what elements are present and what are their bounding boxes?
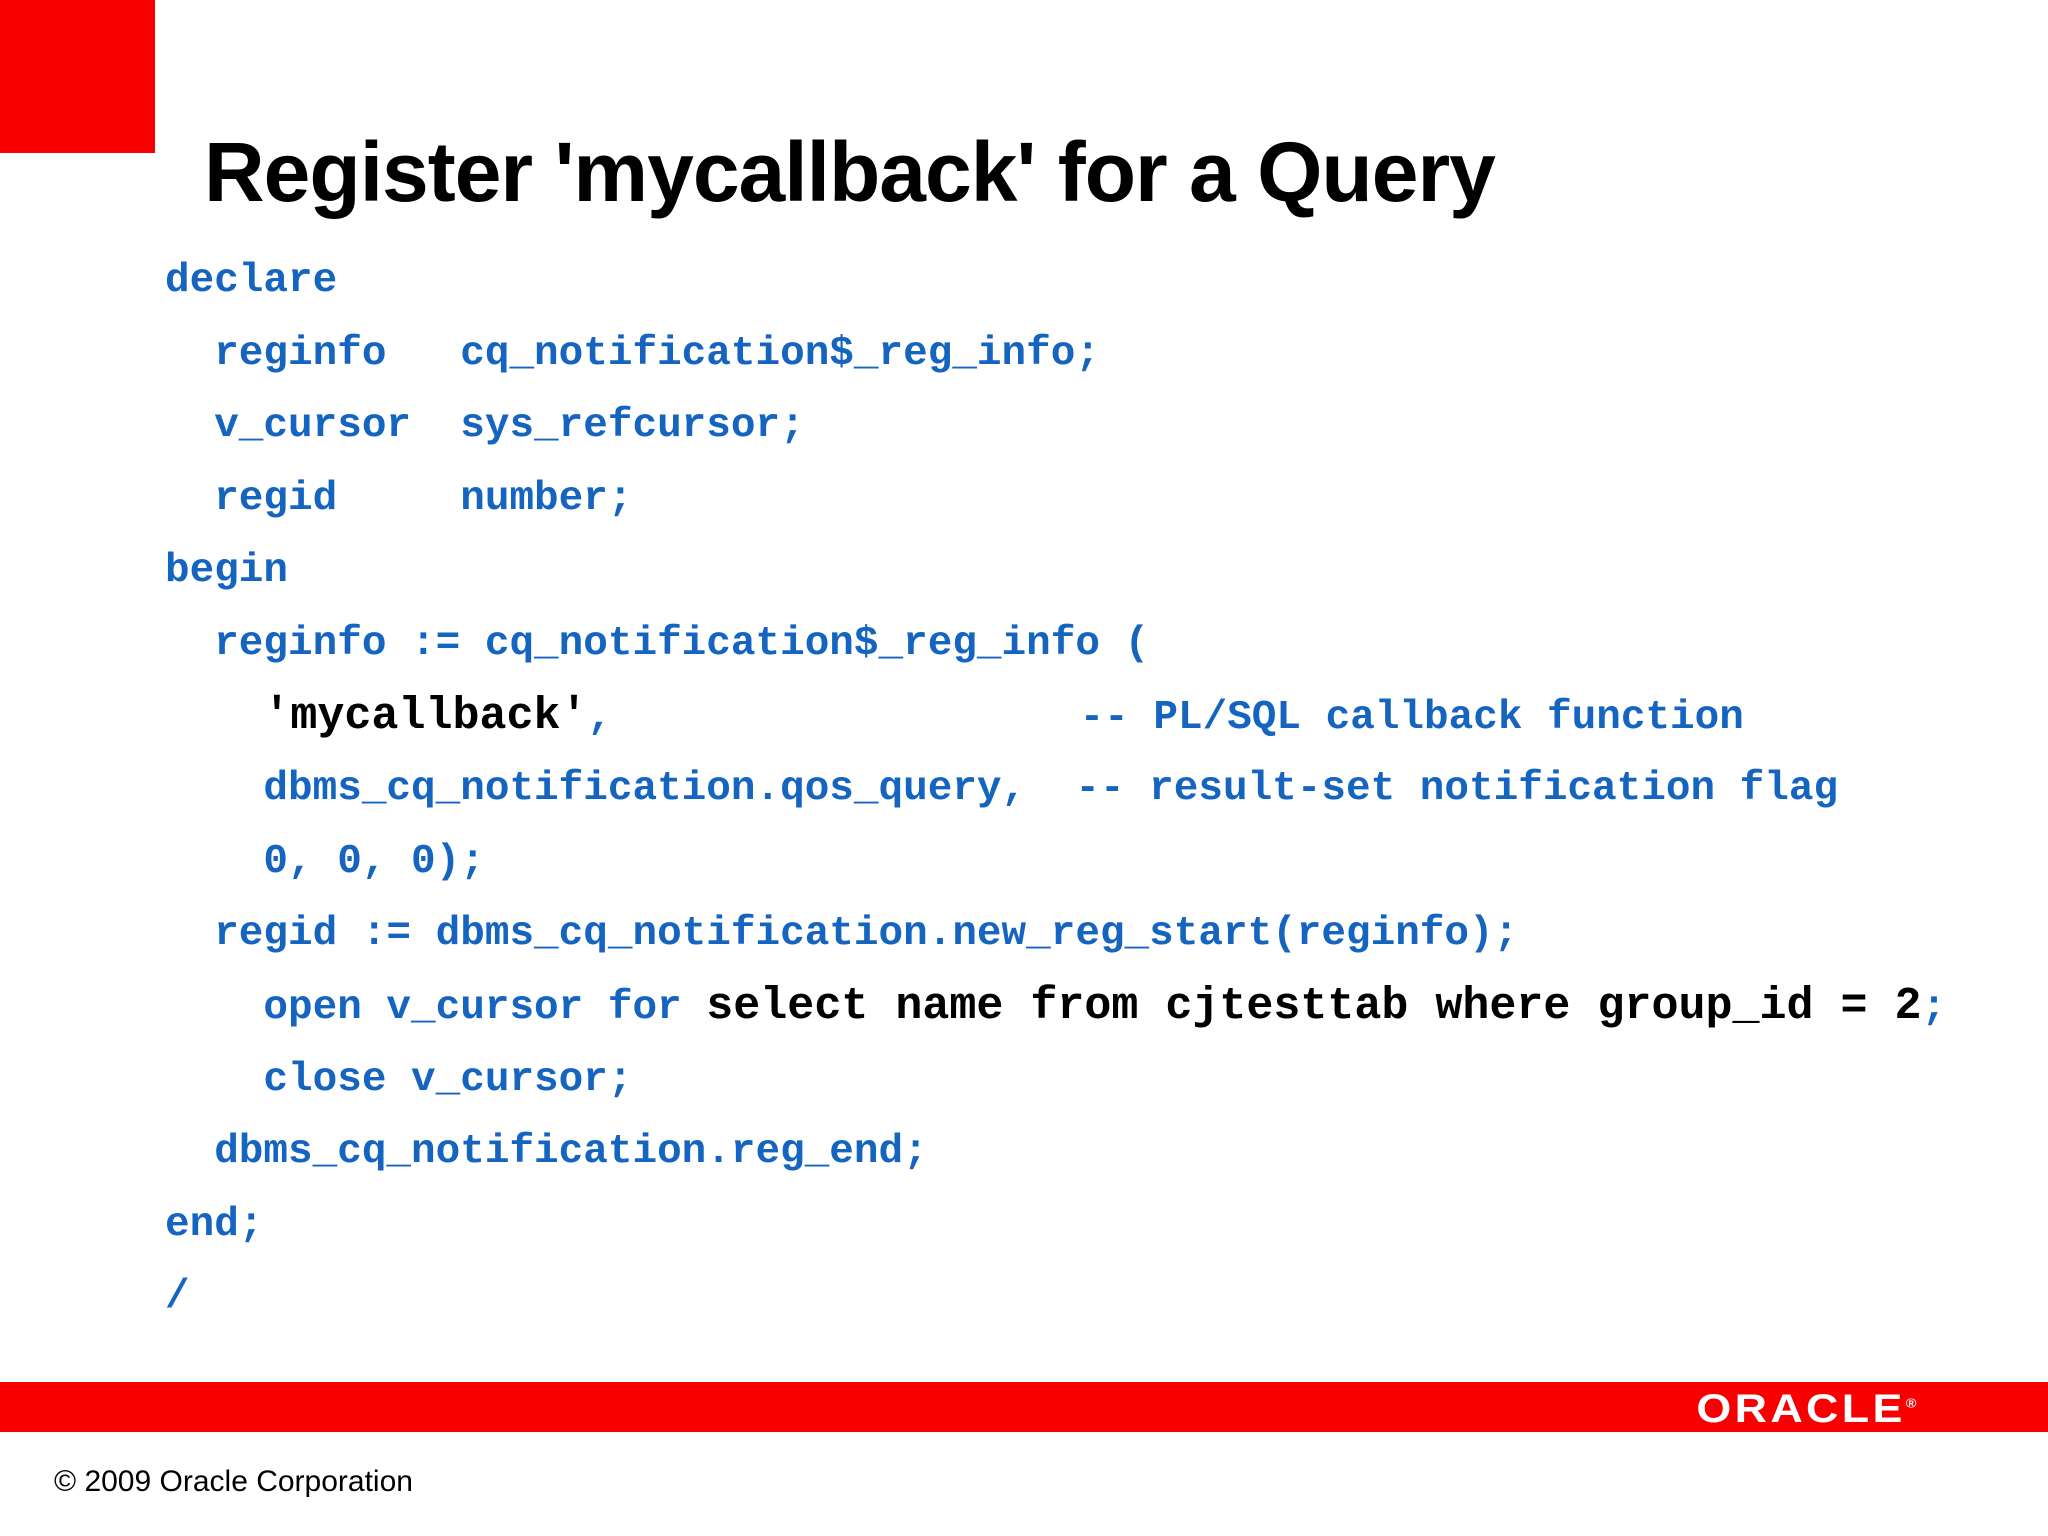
code-segment-blue: 0, 0, 0);: [165, 838, 485, 885]
oracle-logo-text: ORACLE: [1695, 1386, 1906, 1431]
code-line: regid number;: [165, 463, 1946, 536]
code-line: /: [165, 1261, 1946, 1334]
code-segment-blue: declare: [165, 258, 338, 304]
code-line: end;: [165, 1189, 1946, 1262]
code-segment-blue: begin: [165, 548, 289, 595]
code-segment-blue: dbms_cq_notification.reg_end;: [165, 1129, 928, 1176]
code-line: close v_cursor;: [165, 1044, 1946, 1117]
code-segment-blue: , -- PL/SQL callback function: [587, 694, 1744, 741]
code-line: dbms_cq_notification.reg_end;: [165, 1116, 1946, 1189]
code-segment-blue: /: [165, 1274, 190, 1321]
code-line: dbms_cq_notification.qos_query, -- resul…: [165, 753, 1946, 826]
code-segment-blue: end;: [165, 1201, 264, 1248]
code-line: v_cursor sys_refcursor;: [165, 390, 1946, 463]
code-line: open v_cursor for select name from cjtes…: [165, 971, 1946, 1044]
code-line: begin: [165, 535, 1946, 608]
code-segment-blue: reginfo cq_notification$_reg_info;: [165, 330, 1100, 377]
code-segment-blue: dbms_cq_notification.qos_query, -- resul…: [165, 766, 1839, 813]
footer-bar: ORACLE®: [0, 1382, 2048, 1432]
code-line: reginfo cq_notification$_reg_info;: [165, 318, 1946, 391]
code-segment-blue: open v_cursor for: [165, 984, 707, 1031]
code-line: regid := dbms_cq_notification.new_reg_st…: [165, 898, 1946, 971]
code-segment-blue: regid := dbms_cq_notification.new_reg_st…: [165, 911, 1519, 958]
registered-trademark-icon: ®: [1905, 1395, 1916, 1411]
code-segment-blue: [165, 695, 263, 741]
code-segment-blue: v_cursor sys_refcursor;: [165, 403, 805, 450]
code-line: 'mycallback', -- PL/SQL callback functio…: [165, 681, 1946, 754]
code-segment-blue: regid number;: [165, 475, 633, 522]
code-line: declare: [165, 245, 1946, 318]
code-segment-blue: reginfo := cq_notification$_reg_info (: [165, 620, 1150, 667]
code-line: reginfo := cq_notification$_reg_info (: [165, 608, 1946, 681]
accent-square: [0, 0, 155, 153]
code-line: 0, 0, 0);: [165, 826, 1946, 899]
copyright-text: © 2009 Oracle Corporation: [54, 1465, 413, 1498]
code-segment-blue: ;: [1921, 984, 1947, 1031]
code-segment-blue: close v_cursor;: [165, 1056, 633, 1103]
code-segment-black: 'mycallback': [263, 690, 588, 742]
slide-title: Register 'mycallback' for a Query: [204, 125, 1496, 220]
oracle-logo: ORACLE®: [1695, 1383, 1916, 1431]
code-segment-black: select name from cjtesttab where group_i…: [706, 980, 1922, 1032]
code-block: declare reginfo cq_notification$_reg_inf…: [165, 245, 1946, 1334]
